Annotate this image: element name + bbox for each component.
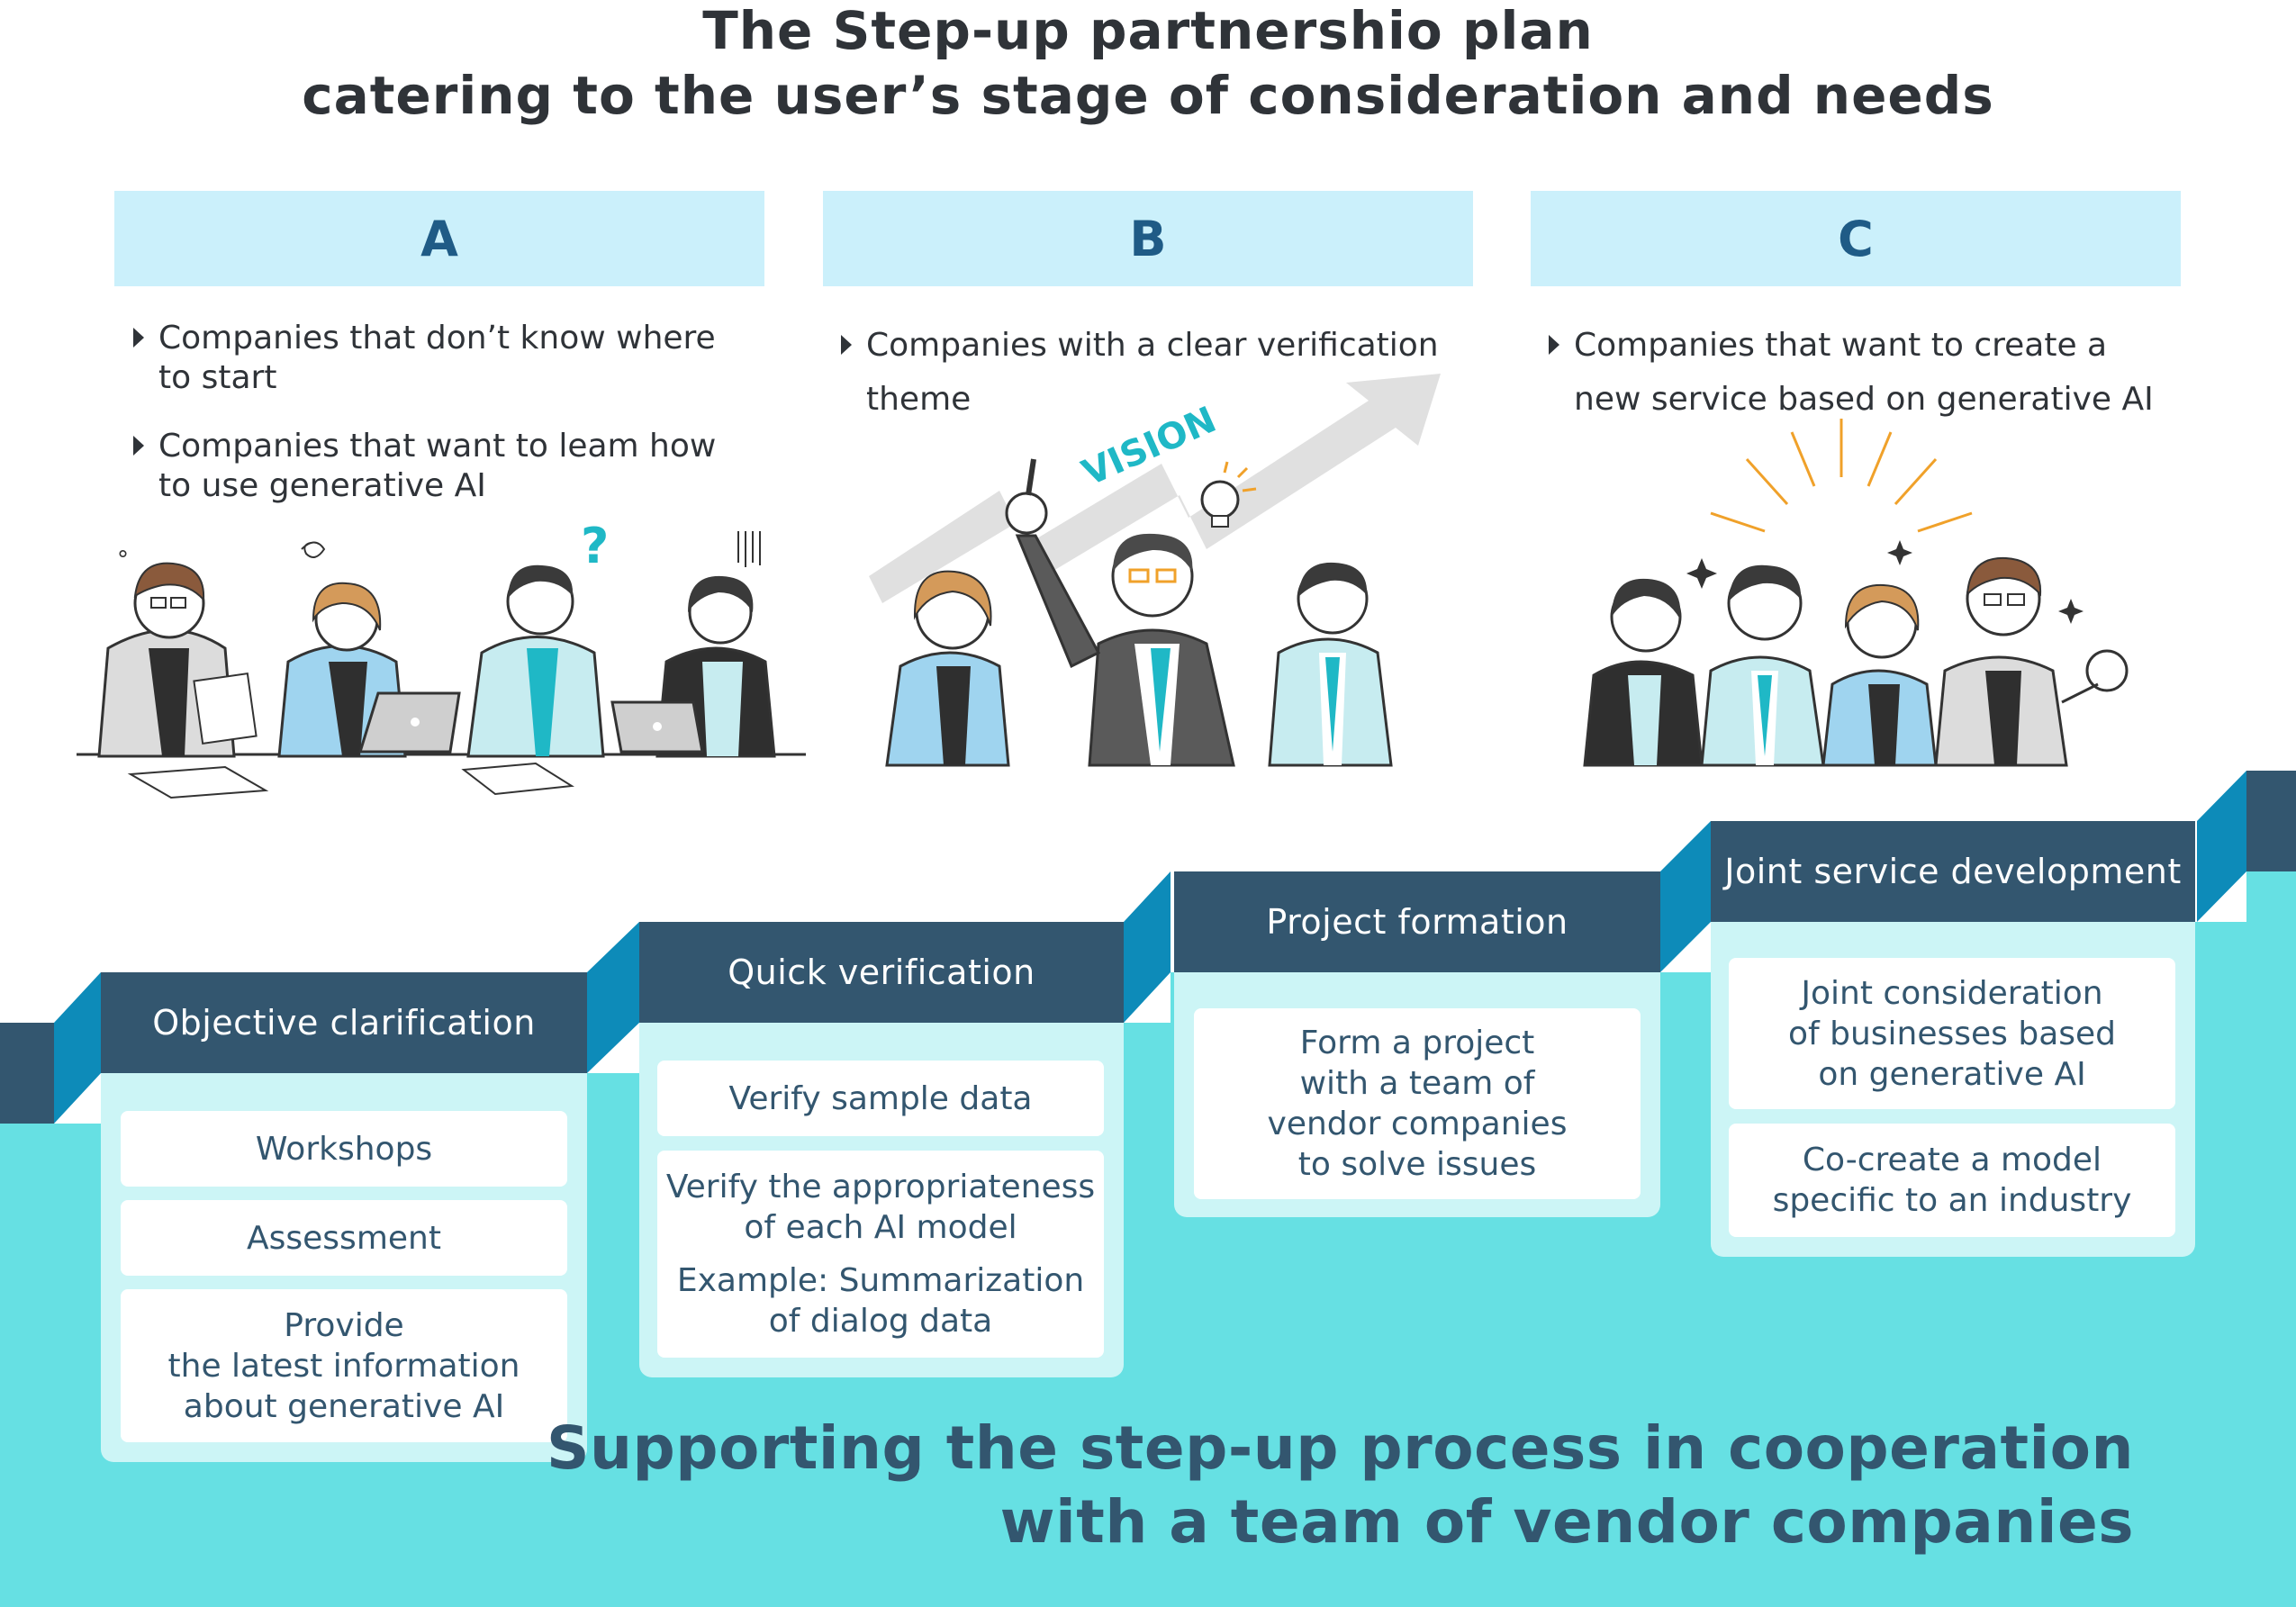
svg-text:°: ° — [117, 546, 129, 573]
column-c-letter: C — [1838, 210, 1874, 267]
stair-riser — [54, 972, 101, 1124]
page-title-line-1: The Step-up partnershio plan — [702, 0, 1594, 61]
column-c-header: C — [1531, 191, 2181, 286]
stair-riser — [587, 922, 639, 1073]
card-line: Assessment — [247, 1219, 441, 1257]
stair-riser — [2246, 771, 2296, 871]
card-line: of each AI model — [744, 1209, 1017, 1246]
bullet-line: Companies that don’t know where — [158, 320, 716, 357]
laptop-icon — [357, 691, 461, 754]
bullet-line: Companies that want to create a — [1574, 327, 2108, 364]
card-line: on generative AI — [1818, 1055, 2086, 1093]
play-bullet-icon — [841, 335, 852, 355]
bullet-line: new service based on generative AI — [1574, 381, 2154, 418]
step-title: Objective clarification — [152, 1003, 536, 1043]
step-card-verify-sample-data: Verify sample data — [657, 1061, 1104, 1136]
bullet-line: Companies with a clear verification — [866, 327, 1439, 364]
card-line: Co-create a model — [1802, 1142, 2102, 1178]
step-card-co-create-model: Co-create a model specific to an industr… — [1729, 1124, 2175, 1237]
scene-b-vision: VISION — [869, 374, 1441, 767]
card-line: to solve issues — [1297, 1146, 1537, 1183]
card-line: the latest information — [167, 1347, 520, 1385]
card-line: of dialog data — [768, 1303, 993, 1340]
card-line: vendor companies — [1267, 1106, 1568, 1142]
bullet-line: theme — [866, 381, 972, 418]
step-title: Joint service development — [1724, 852, 2182, 891]
person-icon — [1821, 583, 1938, 767]
step-title: Project formation — [1266, 902, 1568, 942]
stair-riser — [0, 1023, 54, 1124]
person-icon — [1934, 556, 2129, 767]
step-card-verify-ai-model: Verify the appropriateness of each AI mo… — [657, 1151, 1104, 1358]
step-project-formation-header: Project formation — [1174, 871, 1660, 972]
page-title-line-2: catering to the user’s stage of consider… — [302, 65, 1994, 126]
step-card-joint-consideration: Joint consideration of businesses based … — [1729, 958, 2175, 1109]
stair-riser — [2197, 771, 2246, 922]
person-icon — [885, 570, 1010, 767]
step-card-assessment: Assessment — [121, 1200, 567, 1276]
bottom-statement-line-1: Supporting the step-up process in cooper… — [546, 1413, 2134, 1483]
card-line: specific to an industry — [1772, 1182, 2132, 1219]
light-bulb-icon — [1200, 461, 1257, 528]
stair-riser — [1660, 821, 1711, 972]
column-a-header: A — [114, 191, 764, 286]
column-a-bullet-1: Companies that don’t know where to start — [133, 319, 716, 398]
column-c-bullet-1: Companies that want to create a new serv… — [1549, 319, 2154, 427]
play-bullet-icon — [133, 328, 144, 348]
sparkle-icon — [1710, 419, 1973, 533]
card-line: Example: Summarization — [676, 1262, 1085, 1299]
scene-a-confused-meeting: ° ? — [77, 518, 806, 799]
column-a-letter: A — [420, 210, 458, 267]
card-line: with a team of — [1299, 1065, 1535, 1102]
card-line: Verify sample data — [728, 1079, 1033, 1117]
card-line: of businesses based — [1787, 1015, 2117, 1052]
play-bullet-icon — [1549, 335, 1559, 355]
bullet-line: Companies that want to leam how — [158, 428, 717, 465]
question-mark-icon: ? — [581, 518, 609, 574]
person-icon — [97, 562, 258, 758]
card-line: Provide — [284, 1306, 404, 1344]
stair-riser — [1124, 871, 1171, 1023]
step-joint-service-development-header: Joint service development — [1711, 821, 2195, 922]
step-title: Quick verification — [728, 952, 1035, 992]
card-line: Verify the appropriateness — [665, 1169, 1096, 1205]
step-objective-clarification-header: Objective clarification — [101, 972, 587, 1073]
column-a-bullet-2: Companies that want to leam how to use g… — [133, 427, 716, 506]
person-icon — [1268, 562, 1393, 767]
card-line: Joint consideration — [1801, 974, 2103, 1012]
bullet-line: to use generative AI — [158, 467, 486, 504]
column-b-letter: B — [1129, 210, 1167, 267]
step-card-workshops: Workshops — [121, 1111, 567, 1187]
person-icon: ? — [466, 518, 609, 758]
person-icon — [1583, 578, 1704, 767]
scene-c-excited-team — [1583, 419, 2129, 767]
bullet-line: to start — [158, 359, 277, 396]
column-b-header: B — [823, 191, 1473, 286]
card-line: Workshops — [255, 1130, 433, 1168]
person-icon — [1005, 458, 1235, 767]
step-quick-verification-header: Quick verification — [639, 922, 1124, 1023]
card-line: about generative AI — [183, 1387, 505, 1425]
card-line: Form a project — [1299, 1025, 1535, 1061]
play-bullet-icon — [133, 436, 144, 456]
step-card-latest-information: Provide the latest information about gen… — [121, 1289, 567, 1442]
person-icon — [1700, 564, 1825, 767]
step-card-form-project: Form a project with a team of vendor com… — [1194, 1008, 1641, 1199]
laptop-icon — [610, 700, 704, 754]
bottom-statement-line-2: with a team of vendor companies — [999, 1487, 2134, 1557]
column-b-bullet-1: Companies with a clear verification them… — [841, 319, 1439, 427]
